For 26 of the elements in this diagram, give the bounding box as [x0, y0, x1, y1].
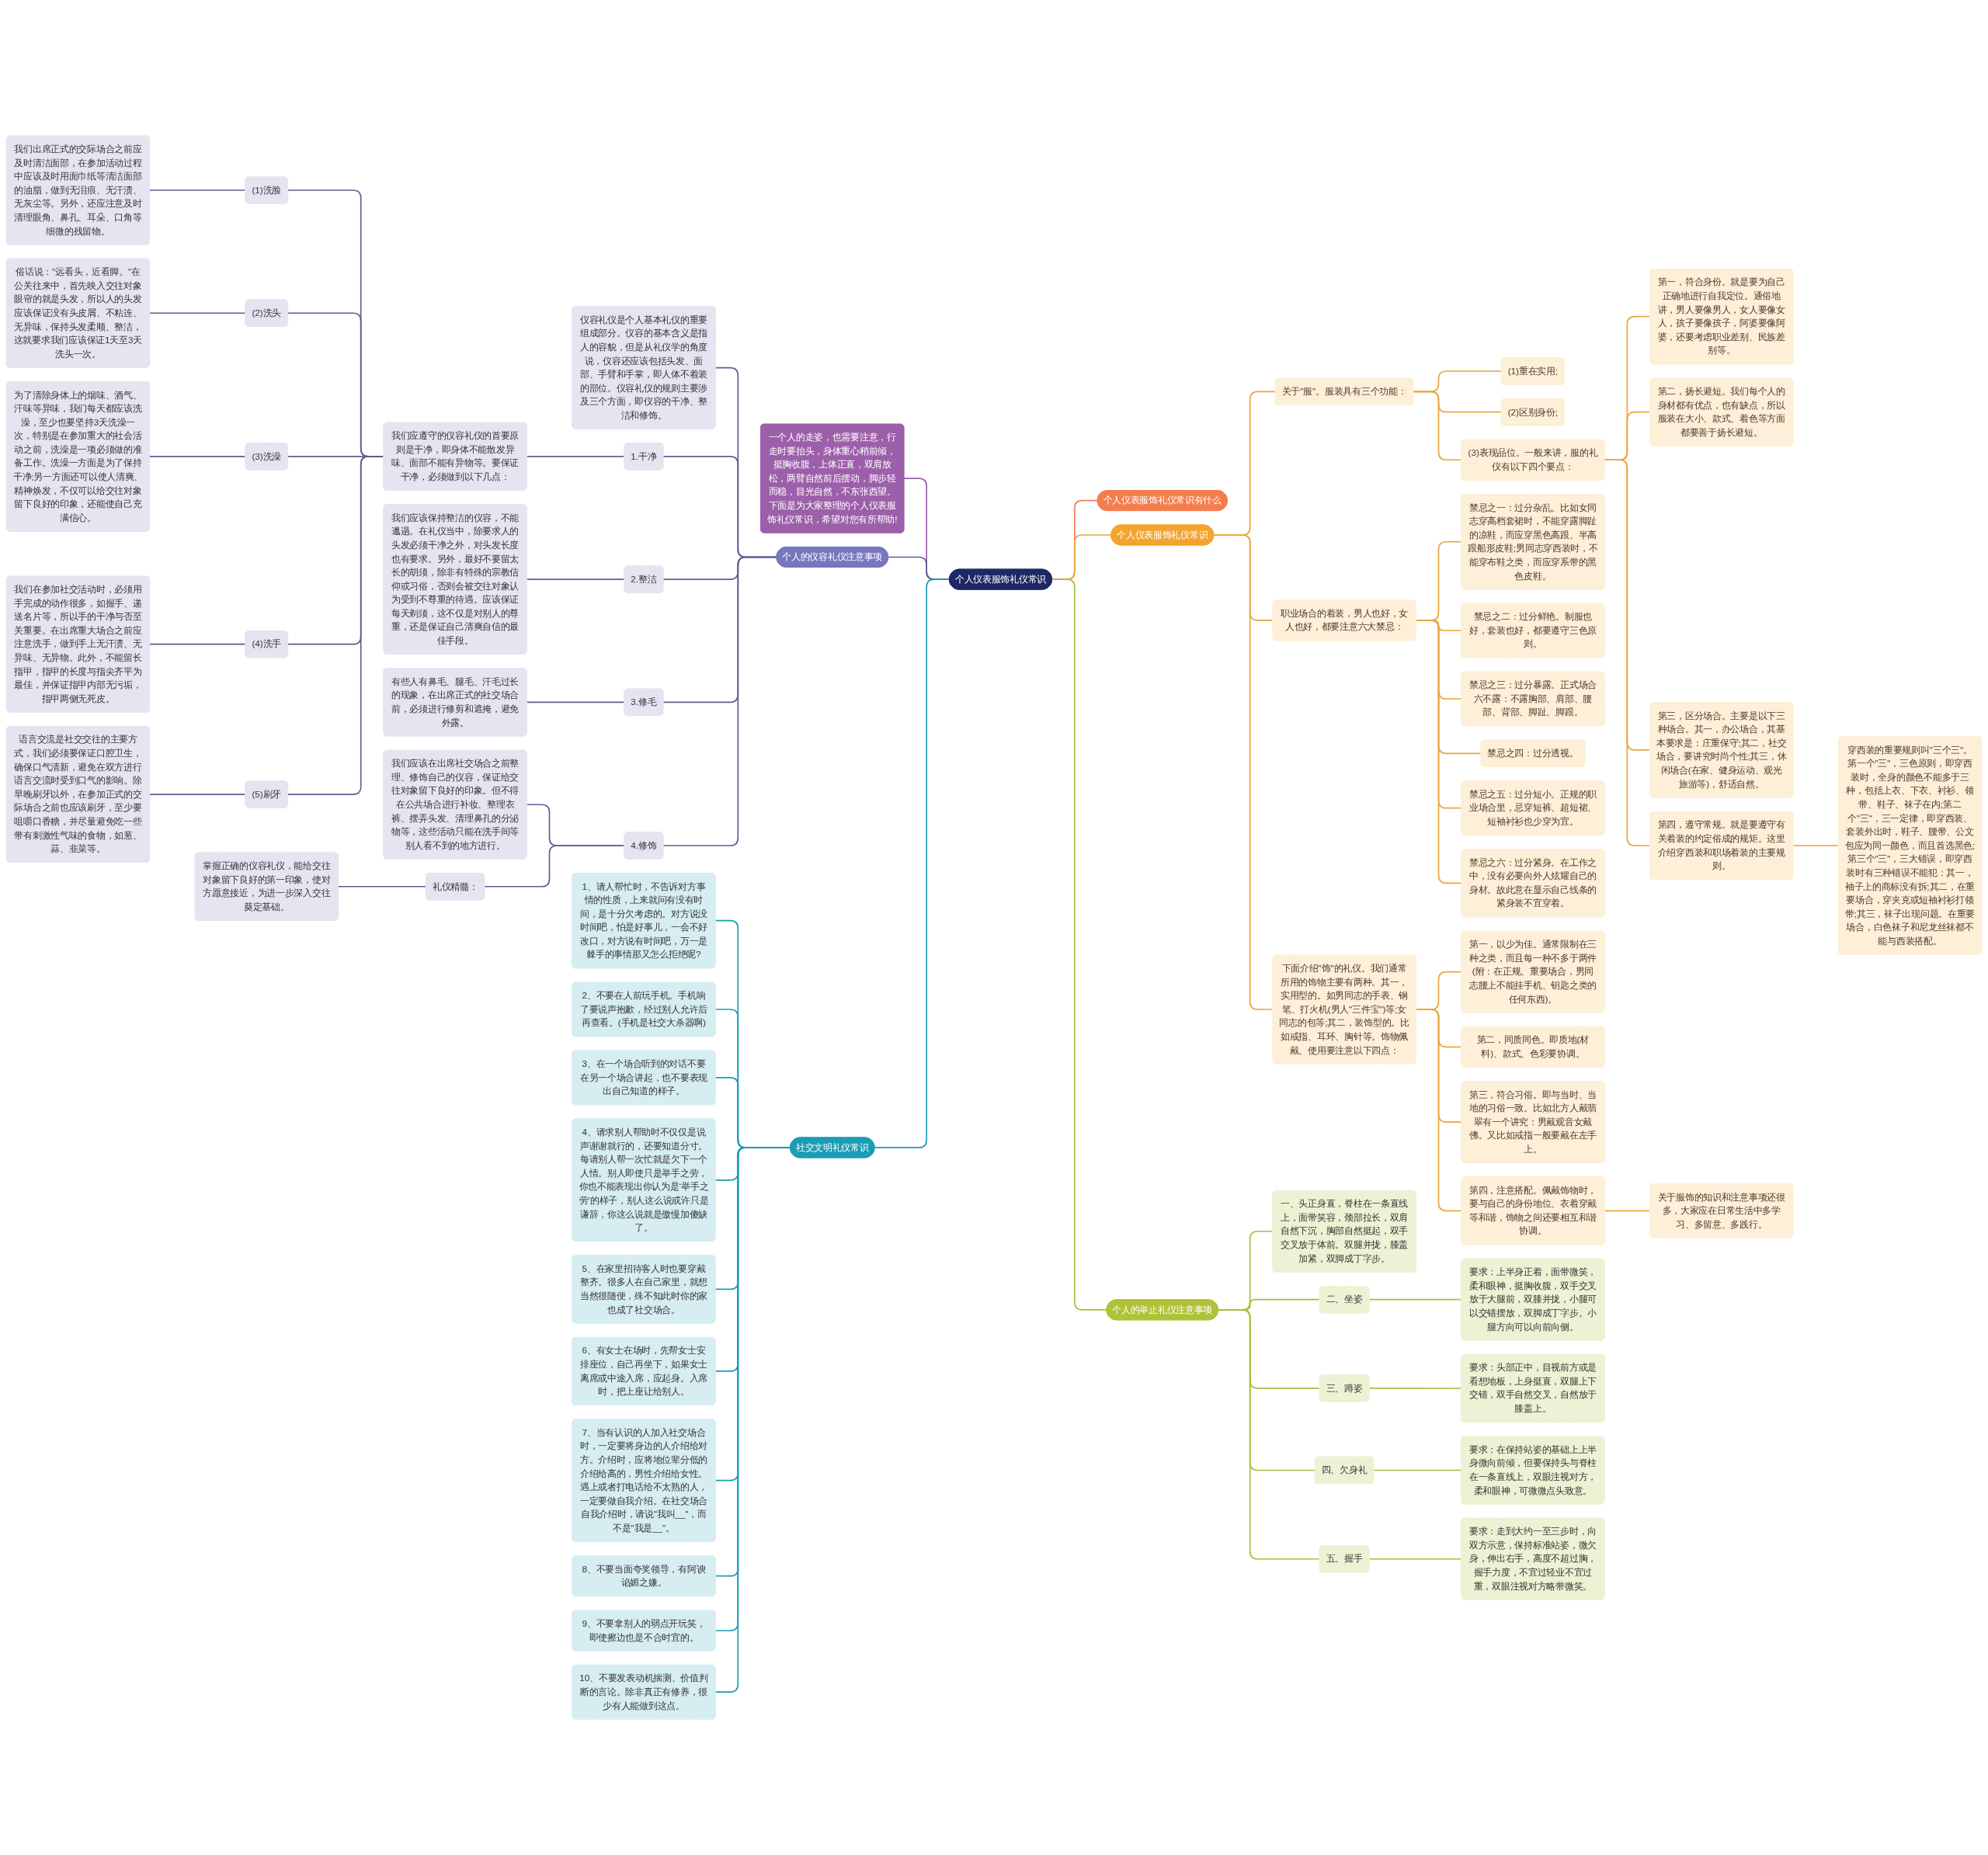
- connector: [287, 456, 384, 795]
- connector: [1604, 459, 1651, 846]
- connector: [337, 885, 427, 888]
- connector: [1415, 1009, 1462, 1212]
- connector: [148, 643, 246, 645]
- connector: [148, 794, 246, 795]
- connector: [1217, 1309, 1321, 1560]
- connector: [526, 701, 625, 703]
- connector: [1051, 578, 1107, 1311]
- connector: [1604, 1210, 1651, 1212]
- connector: [1415, 620, 1462, 884]
- connector: [148, 189, 246, 191]
- connector: [1368, 1558, 1462, 1560]
- connector: [526, 578, 625, 580]
- connector: [1412, 391, 1462, 461]
- connector: [526, 456, 625, 457]
- connector: [483, 845, 625, 888]
- connector: [148, 456, 246, 457]
- connector: [874, 578, 951, 1148]
- connector: [1792, 845, 1840, 846]
- connector: [148, 312, 246, 314]
- connector: [662, 556, 777, 846]
- connector: [1212, 534, 1274, 1010]
- connector: [1368, 1388, 1462, 1389]
- connector: [1372, 1469, 1462, 1471]
- connector: [1368, 1298, 1462, 1301]
